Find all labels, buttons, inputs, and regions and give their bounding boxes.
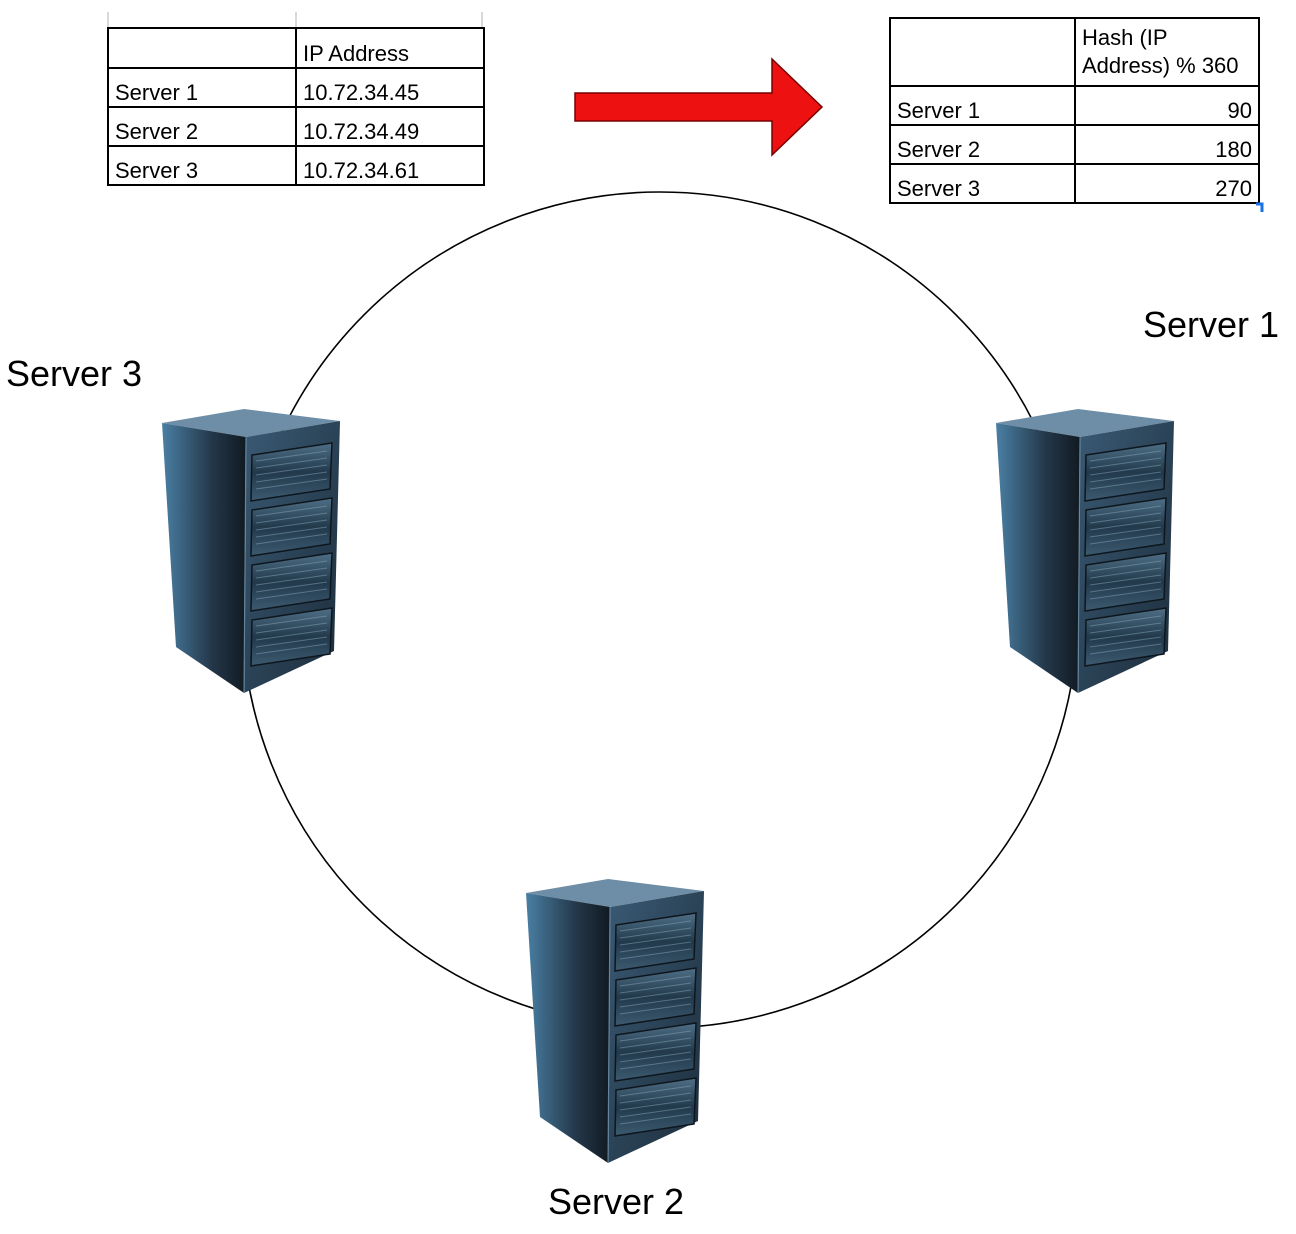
table-row: Server 2 180 — [889, 124, 1260, 165]
hash-value-cell: 270 — [1074, 163, 1260, 204]
right-arrow-icon — [574, 57, 824, 157]
server-name-cell: Server 2 — [889, 124, 1076, 165]
selection-handle-icon — [1256, 199, 1266, 212]
table-row: Server 3 270 — [889, 163, 1260, 204]
header-cell-ip-address: IP Address — [295, 27, 485, 69]
server-name-cell: Server 1 — [107, 67, 297, 108]
server-rack-icon — [158, 405, 344, 695]
table-row: Server 3 10.72.34.61 — [107, 145, 485, 186]
header-cell-hash: Hash (IP Address) % 360 — [1074, 17, 1260, 87]
server-name-cell: Server 3 — [889, 163, 1076, 204]
server-name-cell: Server 3 — [107, 145, 297, 186]
server-1-label: Server 1 — [1143, 304, 1280, 345]
hash-value-cell: 90 — [1074, 85, 1260, 126]
ip-cell: 10.72.34.61 — [295, 145, 485, 186]
table-header-row: IP Address — [107, 27, 485, 69]
sheet-gridline — [107, 12, 109, 28]
table-header-row: Hash (IP Address) % 360 — [889, 17, 1260, 87]
server-2-label: Server 2 — [548, 1181, 685, 1222]
server-rack-icon — [522, 875, 708, 1165]
server-name-cell: Server 2 — [107, 106, 297, 147]
sheet-gridline — [481, 12, 483, 28]
table-row: Server 1 90 — [889, 85, 1260, 126]
hash-table: Hash (IP Address) % 360 Server 1 90 Serv… — [889, 17, 1260, 204]
hash-value-cell: 180 — [1074, 124, 1260, 165]
sheet-gridline — [295, 12, 297, 28]
ip-cell: 10.72.34.49 — [295, 106, 485, 147]
ip-address-table: IP Address Server 1 10.72.34.45 Server 2… — [107, 27, 485, 186]
server-rack-icon — [992, 405, 1178, 695]
server-3-label: Server 3 — [6, 353, 143, 394]
header-cell-blank — [107, 27, 297, 69]
header-cell-blank — [889, 17, 1076, 87]
table-row: Server 2 10.72.34.49 — [107, 106, 485, 147]
server-name-cell: Server 1 — [889, 85, 1076, 126]
table-row: Server 1 10.72.34.45 — [107, 67, 485, 108]
ip-cell: 10.72.34.45 — [295, 67, 485, 108]
